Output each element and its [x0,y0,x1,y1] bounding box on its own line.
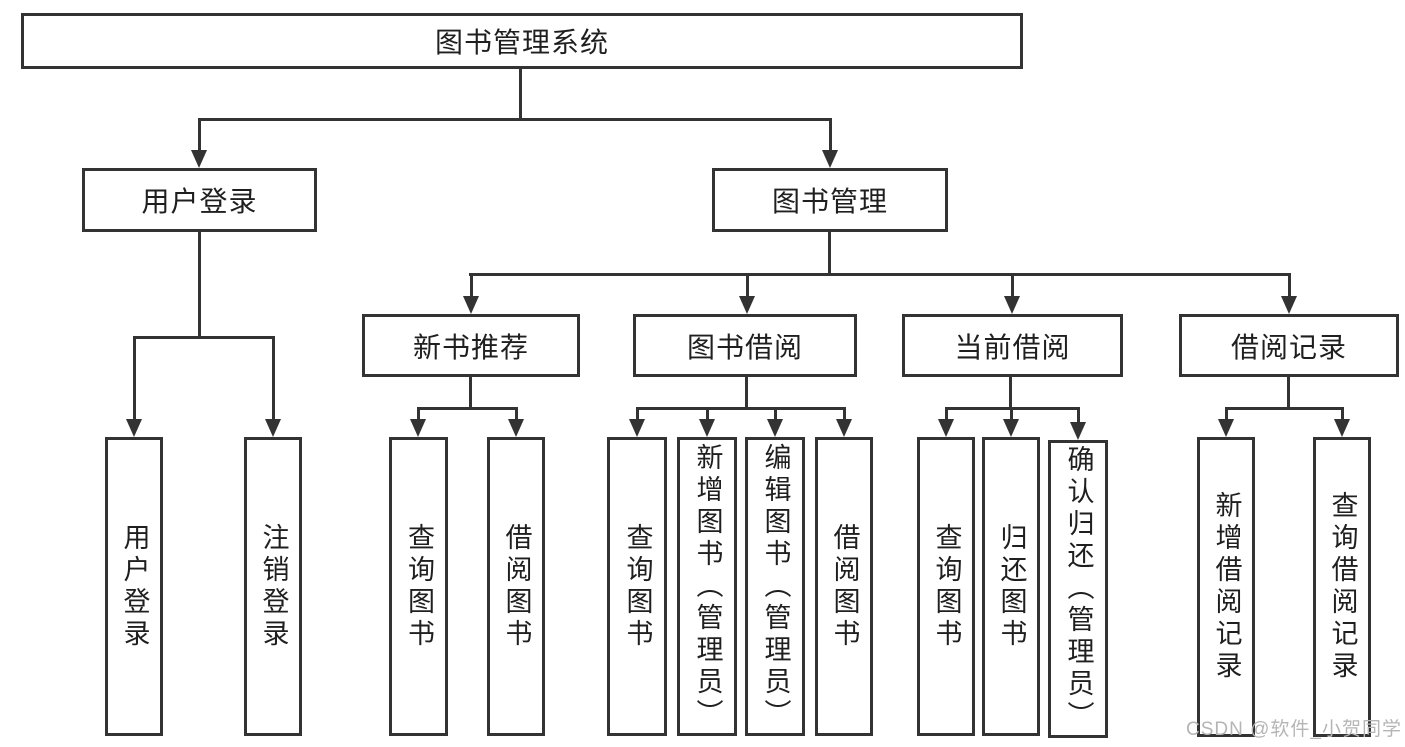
leaf-query-borrow-record-label: 查询借阅记录 [1327,491,1358,683]
connector-borrow-records-stem [1287,377,1290,407]
arrow-to-return-books [1003,407,1019,437]
leaf-query-books-recommend: 查询图书 [389,437,448,736]
arrow-to-query-books-current [938,407,954,437]
node-borrow-records-label: 借阅记录 [1230,331,1347,363]
arrow-to-confirm-return-admin [1070,407,1086,440]
node-borrow-records: 借阅记录 [1179,314,1399,377]
connector-book-borrow-branch [636,407,845,410]
leaf-add-books-admin-label: 新增图书（管理员） [692,442,723,731]
connector-current-borrow-branch [945,407,1080,410]
leaf-edit-books-admin-label: 编辑图书（管理员） [760,442,791,731]
connector-current-borrow-stem [1009,377,1012,407]
arrow-to-new-book-recommend [463,273,479,314]
arrow-to-borrow-books-recommend [508,407,524,437]
node-book-management: 图书管理 [712,168,948,232]
arrow-to-current-borrow [1004,273,1020,314]
connector-root-stem [519,69,522,118]
leaf-confirm-return-admin-label: 确认归还（管理员） [1063,445,1094,733]
leaf-add-borrow-record: 新增借阅记录 [1197,437,1255,737]
connector-new-book-recommend-branch [417,407,518,410]
leaf-add-borrow-record-label: 新增借阅记录 [1211,491,1242,683]
connector-book-management-stem [828,232,831,273]
arrow-to-logout [265,336,281,437]
connector-level2-branch [469,273,1290,276]
connector-level1-branch [198,118,832,121]
node-new-book-recommend: 新书推荐 [362,314,580,377]
leaf-return-books-label: 归还图书 [996,522,1027,651]
connector-user-login-branch [133,336,275,339]
node-library-system: 图书管理系统 [21,13,1023,69]
leaf-borrow-books: 借阅图书 [815,437,873,736]
arrow-to-add-borrow-record [1218,407,1234,437]
leaf-query-books-current: 查询图书 [917,437,975,736]
leaf-query-books-borrow: 查询图书 [607,437,667,736]
node-current-borrow: 当前借阅 [902,314,1123,377]
leaf-query-books-borrow-label: 查询图书 [622,522,653,651]
arrow-to-query-books-borrow [629,407,645,437]
connector-new-book-recommend-stem [469,377,472,407]
arrow-to-query-books-recommend [410,407,426,437]
leaf-query-books-recommend-label: 查询图书 [404,522,434,651]
arrow-to-user-login-leaf [126,336,142,437]
arrow-to-borrow-records [1281,273,1297,314]
arrow-to-query-borrow-record [1334,407,1350,437]
leaf-logout: 注销登录 [244,437,302,736]
node-user-login-label: 用户登录 [141,186,258,217]
leaf-borrow-books-label: 借阅图书 [829,522,860,651]
leaf-edit-books-admin: 编辑图书（管理员） [745,437,805,736]
leaf-query-books-current-label: 查询图书 [931,522,962,651]
arrow-to-user-login [191,118,207,168]
arrow-to-add-books-admin [699,407,715,437]
node-book-borrow: 图书借阅 [633,314,857,377]
leaf-query-borrow-record: 查询借阅记录 [1313,437,1371,737]
node-user-login: 用户登录 [82,168,317,232]
arrow-to-book-borrow [739,273,755,314]
connector-book-borrow-stem [745,377,748,407]
leaf-logout-label: 注销登录 [258,522,289,651]
arrow-to-book-management [822,118,838,168]
node-book-borrow-label: 图书借阅 [686,331,803,363]
leaf-return-books: 归还图书 [982,437,1040,736]
leaf-borrow-books-recommend-label: 借阅图书 [501,522,532,651]
watermark-text: CSDN @软件_小贺同学 [1186,719,1402,740]
leaf-borrow-books-recommend: 借阅图书 [487,437,545,736]
connector-borrow-records-branch [1225,407,1344,410]
arrow-to-edit-books-admin [767,407,783,437]
connector-user-login-stem [198,232,201,336]
node-new-book-recommend-label: 新书推荐 [412,331,529,363]
leaf-user-login: 用户登录 [105,437,163,736]
node-book-management-label: 图书管理 [771,186,888,217]
leaf-add-books-admin: 新增图书（管理员） [677,437,737,736]
leaf-confirm-return-admin: 确认归还（管理员） [1048,440,1108,738]
node-library-system-label: 图书管理系统 [434,27,609,58]
leaf-user-login-label: 用户登录 [119,522,150,651]
node-current-borrow-label: 当前借阅 [954,331,1071,363]
arrow-to-borrow-books [836,407,852,437]
